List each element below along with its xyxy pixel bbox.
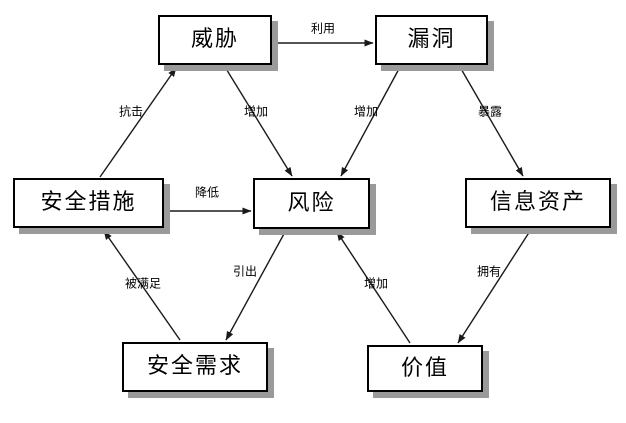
node-threat[interactable]: 威胁: [158, 15, 272, 65]
edge-label-vuln-increases: 增加: [353, 104, 379, 119]
node-risk[interactable]: 风险: [253, 178, 370, 229]
edge-label-exploits: 利用: [310, 21, 336, 36]
edge-label-exposes: 暴露: [477, 104, 503, 119]
node-security-requirement-label: 安全需求: [146, 354, 243, 379]
edge-threat-increases-risk: [224, 66, 293, 177]
node-security-control-label: 安全措施: [40, 190, 137, 215]
edge-label-reduces: 降低: [194, 185, 220, 200]
edge-label-owns: 拥有: [476, 264, 502, 279]
edge-label-threat-increases: 增加: [243, 104, 269, 119]
edge-vuln-exposes-asset: [459, 66, 524, 177]
edge-vuln-increases-risk: [340, 66, 401, 177]
node-security-requirement[interactable]: 安全需求: [122, 342, 268, 392]
node-information-asset[interactable]: 信息资产: [465, 178, 611, 228]
node-threat-label: 威胁: [190, 27, 239, 52]
node-information-asset-label: 信息资产: [489, 190, 586, 215]
node-value-label: 价值: [400, 355, 449, 381]
edge-label-value-increases: 增加: [363, 276, 389, 291]
edge-risk-derives-requirement: [225, 231, 286, 341]
edge-label-derives: 引出: [232, 264, 258, 279]
edge-label-counters: 抗击: [118, 104, 144, 119]
node-value[interactable]: 价值: [367, 345, 483, 392]
edge-control-counters-threat: [99, 67, 177, 178]
node-vulnerability-label: 漏洞: [407, 27, 456, 52]
edge-label-satisfied-by: 被满足: [124, 276, 162, 291]
node-security-control[interactable]: 安全措施: [13, 178, 164, 228]
node-vulnerability[interactable]: 漏洞: [375, 15, 488, 65]
node-risk-label: 风险: [287, 190, 336, 216]
edge-asset-owns-value: [457, 230, 531, 344]
